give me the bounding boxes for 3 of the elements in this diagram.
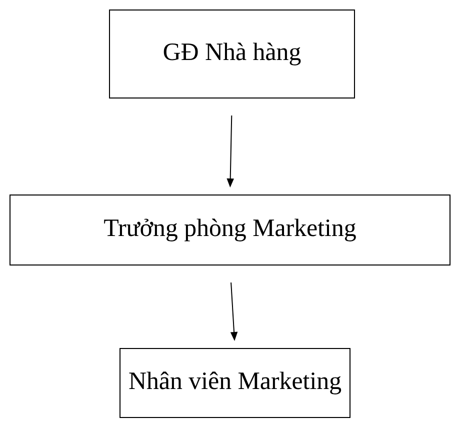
- org-box: Nhân viên Marketing: [120, 348, 350, 418]
- org-box: Trưởng phòng Marketing: [10, 194, 450, 266]
- org-box: GĐ Nhà hàng: [109, 10, 355, 98]
